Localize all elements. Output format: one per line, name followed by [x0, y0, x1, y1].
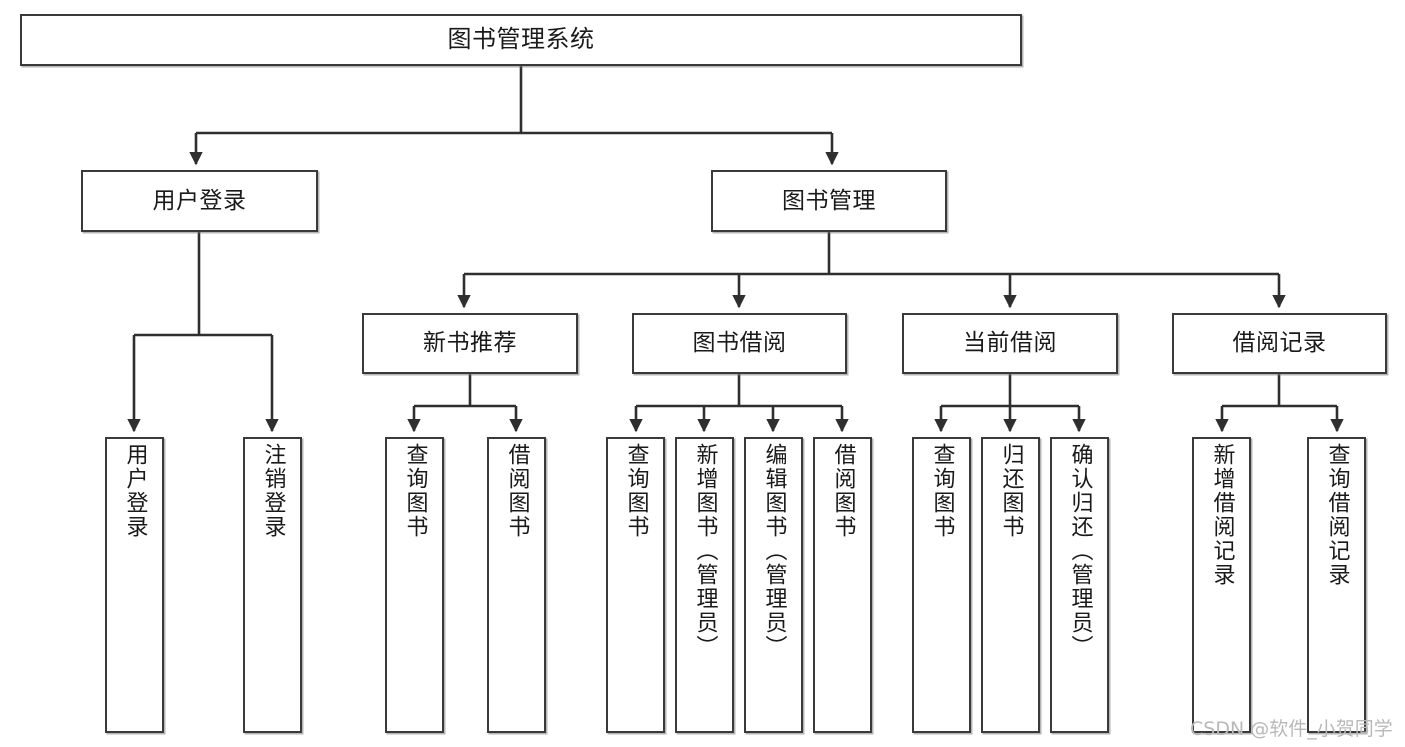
node-leaf-edit-book[interactable]: 编辑图书（管理员） [744, 437, 803, 733]
node-leaf-user-login-label: 用户登录 [122, 443, 148, 539]
node-new-book-recommend[interactable]: 新书推荐 [362, 313, 578, 374]
node-book-management[interactable]: 图书管理 [711, 170, 947, 232]
node-current-borrow[interactable]: 当前借阅 [902, 313, 1118, 374]
node-leaf-confirm-return-label: 确认归还（管理员） [1067, 443, 1093, 659]
node-leaf-return-book[interactable]: 归还图书 [981, 437, 1040, 733]
node-leaf-query-borrow-record[interactable]: 查询借阅记录 [1307, 437, 1366, 733]
node-leaf-add-borrow-record-label: 新增借阅记录 [1209, 443, 1235, 587]
node-book-management-label: 图书管理 [782, 187, 876, 214]
node-book-borrow-label: 图书借阅 [692, 330, 787, 357]
node-leaf-logout-login[interactable]: 注销登录 [243, 437, 302, 733]
node-borrow-record[interactable]: 借阅记录 [1172, 313, 1387, 374]
node-user-login[interactable]: 用户登录 [81, 170, 318, 232]
node-leaf-borrow-book-1[interactable]: 借阅图书 [487, 437, 546, 733]
node-leaf-query-book-3-label: 查询图书 [929, 443, 955, 539]
node-leaf-borrow-book-2-label: 借阅图书 [830, 443, 856, 539]
node-leaf-logout-login-label: 注销登录 [260, 443, 286, 539]
node-user-login-label: 用户登录 [152, 187, 247, 214]
node-leaf-add-book-label: 新增图书（管理员） [692, 443, 718, 659]
node-leaf-query-book-2[interactable]: 查询图书 [606, 437, 665, 733]
node-leaf-user-login[interactable]: 用户登录 [105, 437, 164, 733]
node-leaf-add-book[interactable]: 新增图书（管理员） [675, 437, 734, 733]
node-root-system-label: 图书管理系统 [447, 25, 595, 54]
node-leaf-query-book-1-label: 查询图书 [402, 443, 428, 539]
node-leaf-edit-book-label: 编辑图书（管理员） [761, 443, 787, 659]
node-root-system[interactable]: 图书管理系统 [20, 14, 1022, 66]
node-borrow-record-label: 借阅记录 [1232, 330, 1327, 357]
node-leaf-borrow-book-2[interactable]: 借阅图书 [813, 437, 872, 733]
node-new-book-recommend-label: 新书推荐 [423, 330, 517, 357]
csdn-watermark: CSDN @软件_小贺同学 [1190, 718, 1393, 740]
node-leaf-query-book-1[interactable]: 查询图书 [385, 437, 444, 733]
node-leaf-confirm-return[interactable]: 确认归还（管理员） [1050, 437, 1109, 733]
node-leaf-return-book-label: 归还图书 [998, 443, 1024, 539]
node-leaf-add-borrow-record[interactable]: 新增借阅记录 [1192, 437, 1251, 733]
node-book-borrow[interactable]: 图书借阅 [632, 313, 847, 374]
node-current-borrow-label: 当前借阅 [963, 330, 1057, 357]
node-leaf-query-book-2-label: 查询图书 [623, 443, 649, 539]
node-leaf-query-book-3[interactable]: 查询图书 [912, 437, 971, 733]
node-leaf-query-borrow-record-label: 查询借阅记录 [1324, 443, 1350, 587]
node-leaf-borrow-book-1-label: 借阅图书 [504, 443, 530, 539]
